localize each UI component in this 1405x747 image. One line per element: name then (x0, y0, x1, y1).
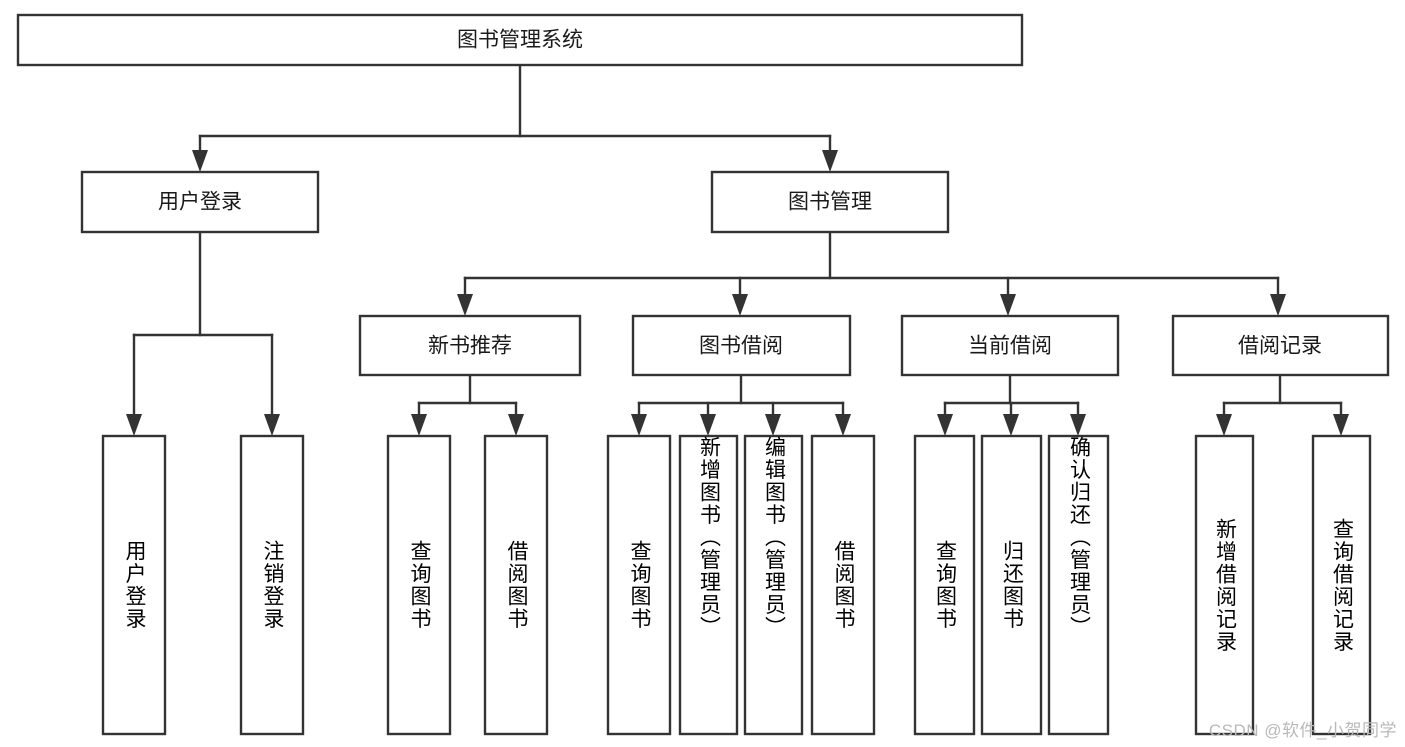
arrowhead-book-borrow (732, 294, 748, 316)
node-new-book-rec-label: 新书推荐 (428, 335, 512, 358)
leaf-return-book-label: 归还图书 (1000, 540, 1024, 630)
leaf-query-book-c-box[interactable] (913, 434, 976, 736)
arrowhead-leaf-logout (264, 414, 280, 436)
leaf-query-book-b-box[interactable] (606, 434, 672, 736)
arrowhead-leaf-query-book-c (937, 414, 953, 436)
arrowhead-borrow-record (1270, 294, 1286, 316)
node-root-box[interactable] (16, 13, 1024, 67)
arrowhead-leaf-query-record (1333, 414, 1349, 436)
leaf-query-book-rec-box[interactable] (386, 434, 452, 736)
leaf-query-book-c[interactable]: 查询图书 (913, 434, 976, 736)
leaf-edit-book[interactable]: 编辑图书（管理员） (743, 434, 804, 736)
node-book-borrow[interactable]: 图书借阅 (631, 314, 852, 377)
leaf-add-record-box[interactable] (1194, 434, 1255, 736)
leaf-logout-box[interactable] (239, 434, 305, 736)
arrowhead-leaf-user-login (126, 414, 142, 436)
node-user-login[interactable]: 用户登录 (80, 170, 320, 234)
leaf-borrow-book-b[interactable]: 借阅图书 (810, 434, 876, 736)
node-book-borrow-box[interactable] (631, 314, 852, 377)
leaf-borrow-book-rec-label: 借阅图书 (505, 540, 528, 630)
arrowhead-leaf-add-book (700, 414, 716, 436)
node-book-mgmt-box[interactable] (710, 170, 950, 234)
arrowhead-current-borrow (1000, 294, 1016, 316)
leaf-logout-label: 注销登录 (261, 540, 284, 630)
leaf-borrow-book-b-box[interactable] (810, 434, 876, 736)
nodes-layer: 图书管理系统 用户登录 图书管理 新书推荐 图书借阅 当前 (16, 13, 1390, 736)
node-book-borrow-label: 图书借阅 (699, 335, 783, 358)
leaf-query-book-b[interactable]: 查询图书 (606, 434, 672, 736)
node-new-book-rec-box[interactable] (358, 314, 582, 377)
leaf-query-record-box[interactable] (1311, 434, 1372, 736)
node-current-borrow[interactable]: 当前借阅 (900, 314, 1120, 377)
leaf-return-book[interactable]: 归还图书 (980, 434, 1043, 736)
leaf-confirm-return-label: 确认归还（管理员） (1067, 436, 1091, 639)
arrowhead-leaf-confirm-return (1070, 414, 1086, 436)
arrowhead-leaf-edit-book (765, 414, 781, 436)
arrowhead-leaf-borrow-book-b (835, 414, 851, 436)
node-current-borrow-label: 当前借阅 (968, 335, 1052, 358)
leaf-confirm-return[interactable]: 确认归还（管理员） (1047, 434, 1110, 736)
leaf-add-record-label: 新增借阅记录 (1213, 517, 1237, 653)
leaf-borrow-book-rec-box[interactable] (483, 434, 549, 736)
leaf-edit-book-label: 编辑图书（管理员） (762, 436, 786, 639)
arrowhead-leaf-return-book (1003, 414, 1019, 436)
leaf-query-book-rec[interactable]: 查询图书 (386, 434, 452, 736)
leaf-add-record[interactable]: 新增借阅记录 (1194, 434, 1255, 736)
leaf-add-book-box[interactable] (678, 434, 739, 736)
node-user-login-label: 用户登录 (158, 191, 242, 214)
arrowhead-book-mgmt (822, 150, 838, 172)
leaf-edit-book-box[interactable] (743, 434, 804, 736)
leaf-query-record-label: 查询借阅记录 (1330, 517, 1354, 653)
arrowhead-leaf-borrow-book-rec (508, 414, 524, 436)
arrowhead-leaf-query-book-rec (411, 414, 427, 436)
connectors-layer (126, 63, 1349, 436)
leaf-return-book-box[interactable] (980, 434, 1043, 736)
node-borrow-record-label: 借阅记录 (1238, 335, 1322, 358)
node-borrow-record-box[interactable] (1171, 314, 1390, 377)
node-user-login-box[interactable] (80, 170, 320, 234)
leaf-confirm-return-box[interactable] (1047, 434, 1110, 736)
arrowhead-leaf-query-book-b (631, 414, 647, 436)
leaf-add-book-label: 新增图书（管理员） (697, 436, 721, 639)
leaf-borrow-book-b-label: 借阅图书 (832, 540, 855, 630)
leaf-query-book-b-label: 查询图书 (628, 540, 651, 630)
leaf-user-login[interactable]: 用户登录 (101, 434, 167, 736)
node-new-book-rec[interactable]: 新书推荐 (358, 314, 582, 377)
arrowhead-leaf-add-record (1216, 414, 1232, 436)
node-book-mgmt-label: 图书管理 (788, 191, 872, 214)
node-root[interactable]: 图书管理系统 (16, 13, 1024, 67)
node-book-mgmt[interactable]: 图书管理 (710, 170, 950, 234)
leaf-nodes-layer: 用户登录 注销登录 查询图书 (101, 434, 1372, 736)
leaf-add-book[interactable]: 新增图书（管理员） (678, 434, 739, 736)
arrowhead-user-login (192, 150, 208, 172)
leaf-user-login-box[interactable] (101, 434, 167, 736)
node-borrow-record[interactable]: 借阅记录 (1171, 314, 1390, 377)
leaf-borrow-book-rec[interactable]: 借阅图书 (483, 434, 549, 736)
leaf-query-book-rec-label: 查询图书 (408, 540, 431, 630)
arrowhead-new-book-rec (457, 294, 473, 316)
leaf-query-record[interactable]: 查询借阅记录 (1311, 434, 1372, 736)
leaf-logout[interactable]: 注销登录 (239, 434, 305, 736)
leaf-user-login-label: 用户登录 (123, 540, 146, 630)
node-root-label: 图书管理系统 (457, 29, 583, 52)
node-current-borrow-box[interactable] (900, 314, 1120, 377)
leaf-query-book-c-label: 查询图书 (933, 540, 957, 630)
